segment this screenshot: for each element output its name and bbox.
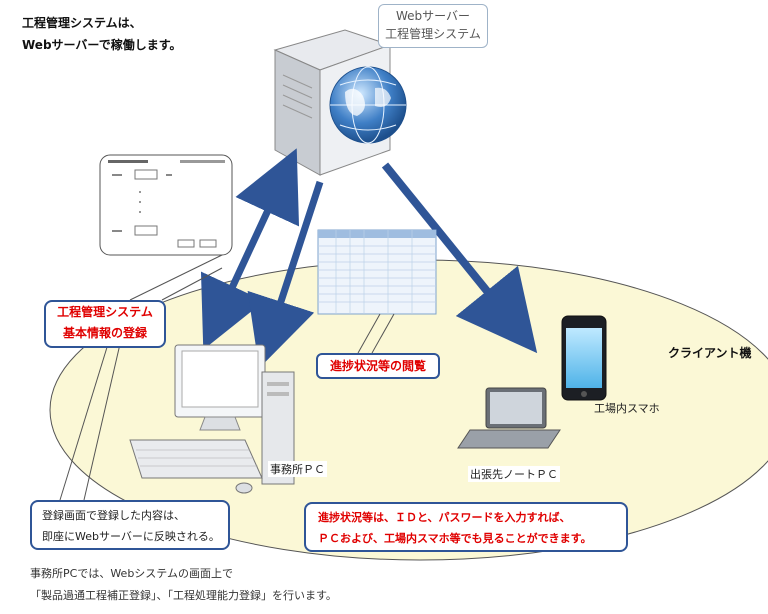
laptop-label: 出張先ノートＰＣ — [468, 466, 560, 482]
intro-line-2: Webサーバーで稼働します。 — [22, 38, 182, 52]
progress-table-thumbnail — [317, 229, 437, 315]
progress-callout: 進捗状況等の閲覧 — [316, 353, 440, 379]
footer-note-line-2: 「製品過通工程補正登録」、「工程処理能力登録」を行います。 — [30, 589, 337, 602]
globe-icon — [329, 66, 407, 144]
reflect-callout: 登録画面で登録した内容は、 即座にWebサーバーに反映される。 — [30, 500, 230, 550]
client-label: クライアント機 — [668, 346, 752, 360]
footer-note: 事務所PCでは、Webシステムの画面上で 「製品過通工程補正登録」、「工程処理能… — [30, 563, 337, 607]
arrow-server-office-1 — [200, 148, 300, 350]
office-pc-icon — [129, 344, 295, 494]
registration-screen-thumbnail — [99, 154, 233, 256]
intro-text: 工程管理システムは、 Webサーバーで稼働します。 — [22, 12, 182, 56]
register-callout: 工程管理システム 基本情報の登録 — [44, 300, 166, 348]
smartphone-label: 工場内スマホ — [594, 402, 660, 415]
arrow-server-smartphone — [381, 162, 538, 354]
access-callout-line-1: 進捗状況等は、ＩＤと、パスワードを入力すれば、 — [318, 511, 571, 524]
server-label: Webサーバー 工程管理システム — [378, 4, 488, 48]
reflect-callout-line-2: 即座にWebサーバーに反映される。 — [42, 530, 220, 543]
footer-note-line-1: 事務所PCでは、Webシステムの画面上で — [30, 567, 233, 580]
register-callout-line-2: 基本情報の登録 — [62, 326, 147, 340]
server-label-line-1: Webサーバー — [395, 9, 471, 23]
laptop-icon — [457, 387, 561, 449]
intro-line-1: 工程管理システムは、 — [22, 16, 142, 30]
access-callout: 進捗状況等は、ＩＤと、パスワードを入力すれば、 ＰＣおよび、工場内スマホ等でも見… — [304, 502, 628, 552]
reflect-callout-line-1: 登録画面で登録した内容は、 — [42, 509, 185, 522]
server-label-line-2: 工程管理システム — [385, 27, 481, 41]
register-callout-line-1: 工程管理システム — [57, 305, 153, 319]
office-pc-label: 事務所ＰＣ — [268, 461, 327, 477]
arrow-server-office-2 — [247, 180, 324, 369]
access-callout-line-2: ＰＣおよび、工場内スマホ等でも見ることができます。 — [318, 532, 592, 545]
smartphone-icon — [561, 315, 607, 401]
